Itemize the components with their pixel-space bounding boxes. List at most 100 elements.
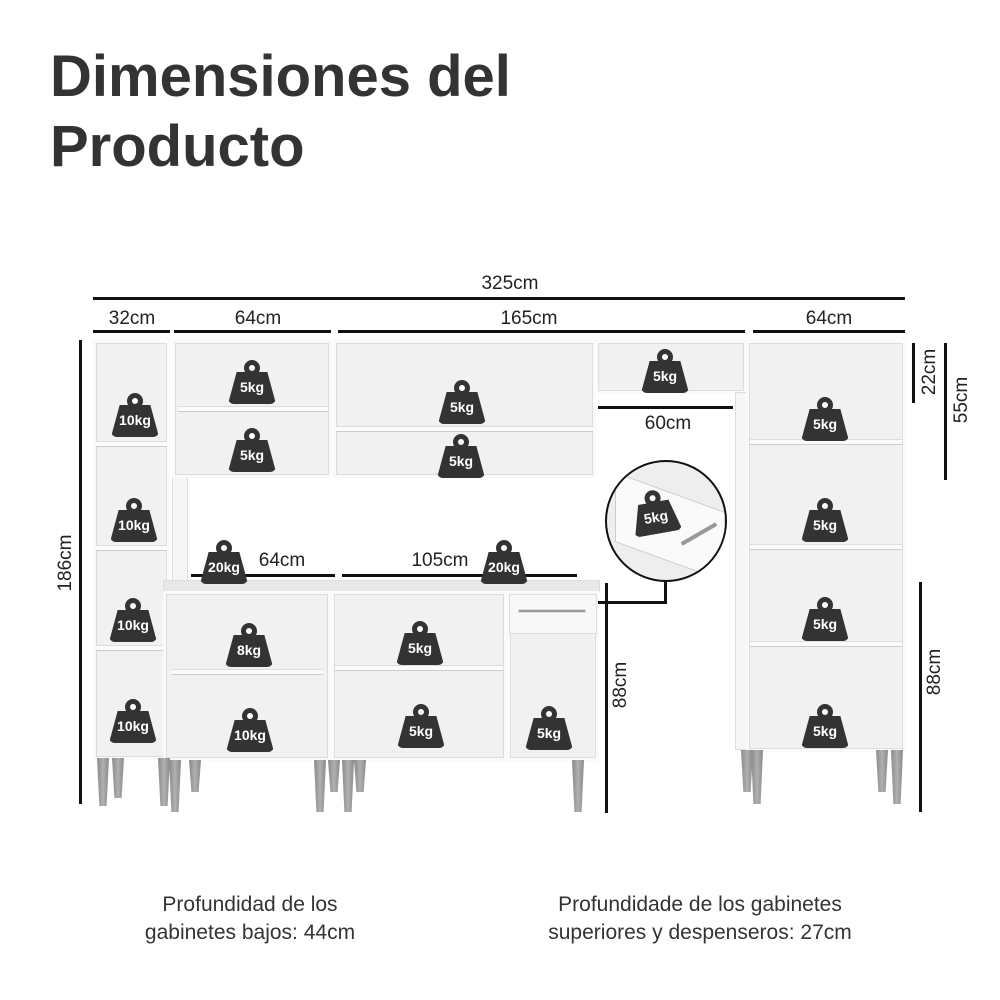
dim-line [753, 330, 905, 333]
drawer[interactable] [509, 594, 597, 634]
leg [169, 760, 181, 812]
shelf [750, 641, 902, 647]
leg [158, 758, 170, 806]
dim-line [598, 406, 733, 409]
drawer-handle [518, 609, 586, 613]
weight-label: 5kg [407, 640, 433, 656]
weight-icon: 10kg [111, 393, 159, 437]
weight-label: 5kg [449, 399, 475, 415]
dim-line [944, 343, 947, 480]
weight-icon: 5kg [801, 397, 849, 441]
leg [112, 758, 124, 798]
dim-line [93, 330, 170, 333]
dim-line [919, 582, 922, 812]
dim-upper-mid-width: 165cm [500, 308, 558, 329]
footnote-line: gabinetes bajos: 44cm [144, 921, 356, 944]
footnote-lower-depth: Profundidad de los gabinetes bajos: 44cm [145, 891, 355, 947]
weight-icon: 10kg [226, 708, 274, 752]
shelf [96, 545, 167, 551]
dim-tall-right-width: 64cm [805, 308, 853, 329]
weight-icon: 5kg [525, 706, 573, 750]
dim-line [342, 574, 577, 577]
weight-icon: 10kg [109, 598, 157, 642]
weight-label: 8kg [236, 642, 262, 658]
leg [314, 760, 326, 812]
footnote-upper-depth: Profundidade de los gabinetes superiores… [548, 891, 852, 947]
leg [342, 760, 354, 812]
leg [751, 750, 763, 804]
dim-line [338, 330, 745, 333]
weight-icon: 10kg [109, 699, 157, 743]
leg [189, 760, 201, 792]
dim-base-mid-width: 105cm [411, 550, 469, 571]
weight-icon: 5kg [228, 428, 276, 472]
weight-icon: 5kg [397, 704, 445, 748]
weight-icon: 5kg [437, 434, 485, 478]
shelf [96, 441, 167, 447]
dim-line [174, 330, 331, 333]
leg [354, 760, 366, 792]
weight-label: 5kg [812, 517, 838, 533]
weight-icon: 10kg [110, 498, 158, 542]
dim-fridge-width: 60cm [644, 413, 692, 434]
footnote-line: superiores y despenseros: 27cm [548, 921, 852, 944]
shelf [336, 426, 593, 432]
weight-label: 20kg [208, 559, 240, 575]
leg [328, 760, 340, 792]
dim-line [605, 583, 608, 813]
footnote-line: Profundidade de los gabinetes [558, 893, 842, 916]
leg [741, 750, 753, 792]
dim-line [191, 574, 335, 577]
dim-upper-left-width: 64cm [234, 308, 282, 329]
dim-base-left-width: 64cm [258, 550, 306, 571]
callout-line [598, 601, 666, 604]
shelf [171, 669, 323, 675]
dim-line-height [79, 340, 82, 804]
weight-label: 5kg [536, 725, 562, 741]
side-panel [172, 470, 188, 590]
dim-small-upper-height: 22cm [919, 348, 940, 396]
dim-total-height: 186cm [55, 534, 76, 592]
shelf [178, 406, 328, 412]
weight-label: 10kg [118, 517, 150, 533]
page-title: Dimensiones del Producto [50, 44, 511, 179]
leg [891, 750, 903, 804]
weight-icon: 5kg [396, 621, 444, 665]
weight-icon: 5kg [438, 380, 486, 424]
weight-label: 5kg [652, 368, 678, 384]
dim-upper-height: 55cm [951, 376, 972, 424]
weight-label: 5kg [239, 447, 265, 463]
dim-base-height: 88cm [610, 661, 631, 709]
dim-tall-lower-height: 88cm [924, 648, 945, 696]
weight-icon: 5kg [228, 360, 276, 404]
shelf [335, 665, 503, 671]
weight-label: 5kg [812, 416, 838, 432]
dim-line-total-width [93, 297, 905, 300]
weight-icon: 5kg [801, 498, 849, 542]
weight-label: 20kg [488, 559, 520, 575]
weight-label: 5kg [812, 723, 838, 739]
shelf [96, 645, 167, 651]
weight-label: 5kg [448, 453, 474, 469]
weight-icon: 5kg [801, 597, 849, 641]
leg [97, 758, 109, 806]
weight-label: 10kg [234, 727, 266, 743]
leg [572, 760, 584, 812]
dim-total-width: 325cm [481, 273, 539, 294]
weight-icon: 20kg [200, 540, 248, 584]
weight-label: 5kg [408, 723, 434, 739]
weight-label: 5kg [812, 616, 838, 632]
weight-icon: 20kg [480, 540, 528, 584]
weight-icon: 8kg [225, 623, 273, 667]
callout-line [664, 580, 667, 604]
dim-line [912, 343, 915, 403]
weight-icon: 5kg [641, 349, 689, 393]
shelf [750, 544, 902, 550]
weight-icon: 5kg [801, 704, 849, 748]
footnote-line: Profundidad de los [162, 893, 338, 916]
weight-label: 10kg [117, 617, 149, 633]
weight-label: 5kg [239, 379, 265, 395]
dim-tall-left-width: 32cm [108, 308, 156, 329]
leg [876, 750, 888, 792]
weight-label: 10kg [119, 412, 151, 428]
